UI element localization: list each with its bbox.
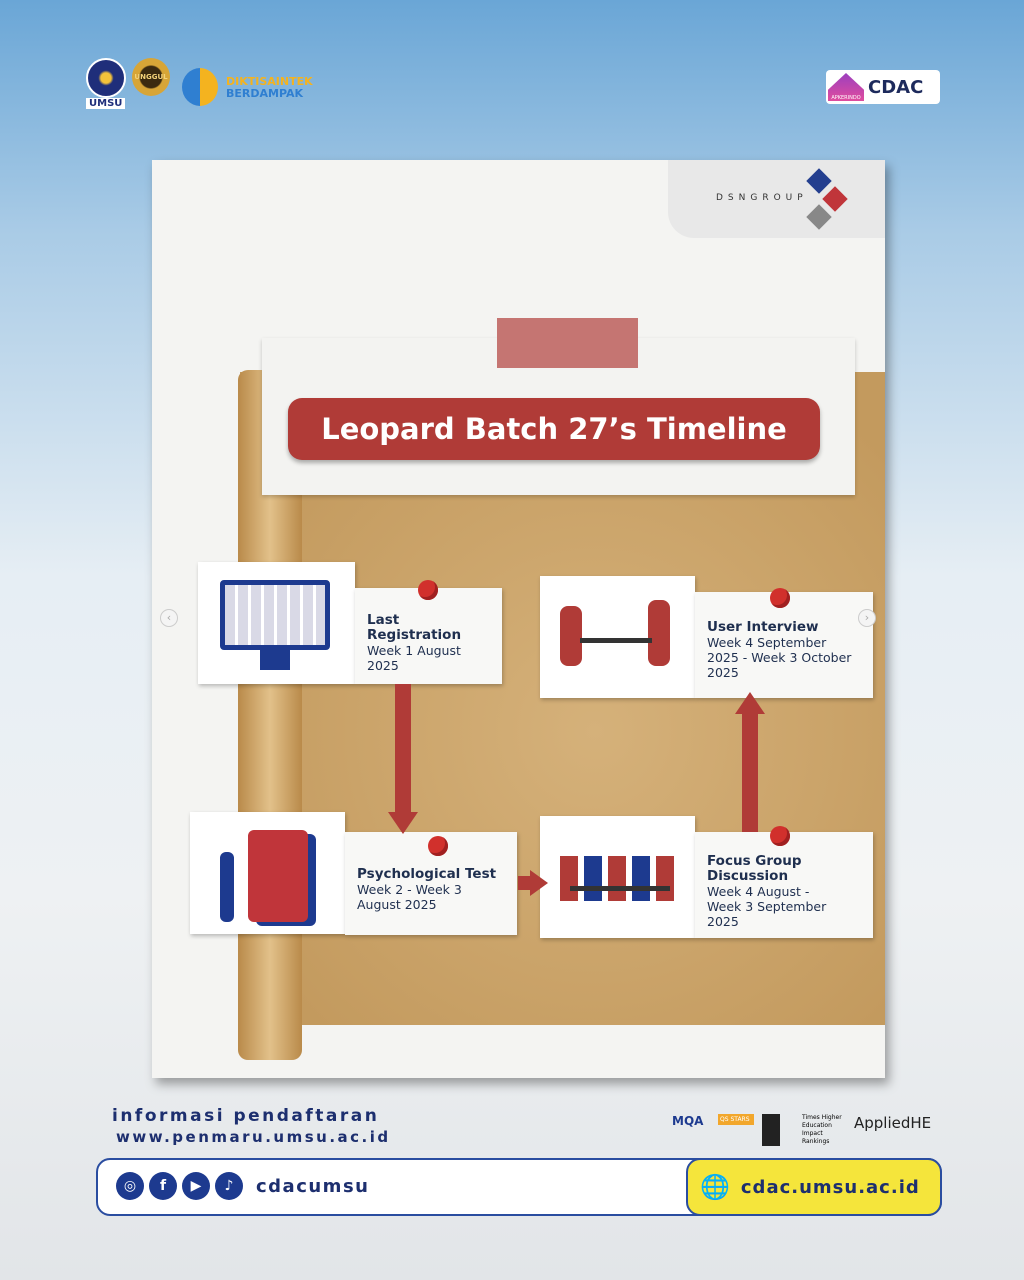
tiktok-icon[interactable]: ♪: [215, 1172, 243, 1200]
qs-stars-logo: QS STARS: [718, 1114, 754, 1125]
the-impact-rankings-logo: Times Higher Education Impact Rankings: [762, 1114, 848, 1146]
carousel-next-button[interactable]: ›: [858, 609, 876, 627]
tape: [497, 318, 638, 368]
pushpin-icon: [770, 826, 790, 846]
step-date: Week 2 - Week 3 August 2025: [357, 882, 462, 912]
pushpin-icon: [770, 588, 790, 608]
step-title: User Interview: [707, 619, 819, 635]
umsu-label: UMSU: [86, 98, 126, 109]
pushpin-icon: [418, 580, 438, 600]
mqa-logo: MQA: [672, 1114, 704, 1128]
step-date: Week 1 August 2025: [367, 643, 461, 673]
interview-illustration: [540, 576, 695, 698]
checklist-illustration: [190, 812, 345, 934]
facebook-icon[interactable]: f: [149, 1172, 177, 1200]
computer-calendar-illustration: [198, 562, 355, 684]
youtube-icon[interactable]: ▶: [182, 1172, 210, 1200]
social-links: ◎ f ▶ ♪ cdacumsu: [116, 1172, 369, 1200]
website-box: 🌐 cdac.umsu.ac.id: [686, 1158, 942, 1216]
arrow-up-head: [735, 692, 765, 714]
dikti-line1: DIKTISAINTEK: [226, 75, 313, 88]
diktisaintek-icon: [182, 68, 218, 106]
cdac-logo-text: CDAC: [868, 76, 924, 98]
apkerindo-logo: APKERINDO: [828, 73, 864, 101]
arrow-up: [742, 714, 758, 832]
appliedhe-logo: AppliedHE: [854, 1114, 932, 1132]
step-date: Week 4 August - Week 3 September 2025: [707, 883, 827, 929]
pushpin-icon: [428, 836, 448, 856]
arrow-down-head: [388, 812, 418, 834]
step-date: Week 4 September 2025 - Week 3 October 2…: [707, 635, 852, 680]
step-title: Focus Group Discussion: [707, 852, 802, 884]
dikti-line2: BERDAMPAK: [226, 87, 304, 100]
website-link[interactable]: cdac.umsu.ac.id: [740, 1176, 920, 1198]
arrow-down: [395, 684, 411, 814]
unggul-medal-logo: UNGGUL: [132, 58, 170, 96]
arrow-right: [518, 876, 532, 890]
social-handle[interactable]: cdacumsu: [256, 1175, 370, 1197]
info-heading: informasi pendaftaran: [112, 1106, 380, 1126]
dsn-brand: DSNGROUP: [716, 193, 808, 203]
step-title: Psychological Test: [357, 866, 497, 882]
arrow-right-head: [530, 870, 548, 896]
step-title: Last Registration: [367, 612, 462, 643]
dsn-header: [668, 160, 885, 238]
umsu-logo: [86, 58, 126, 98]
group-discussion-illustration: [540, 816, 695, 938]
globe-icon: 🌐: [700, 1173, 731, 1201]
instagram-icon[interactable]: ◎: [116, 1172, 144, 1200]
timeline-title: Leopard Batch 27’s Timeline: [288, 398, 820, 460]
carousel-prev-button[interactable]: ‹: [160, 609, 178, 627]
penmaru-link[interactable]: www.penmaru.umsu.ac.id: [116, 1128, 391, 1146]
